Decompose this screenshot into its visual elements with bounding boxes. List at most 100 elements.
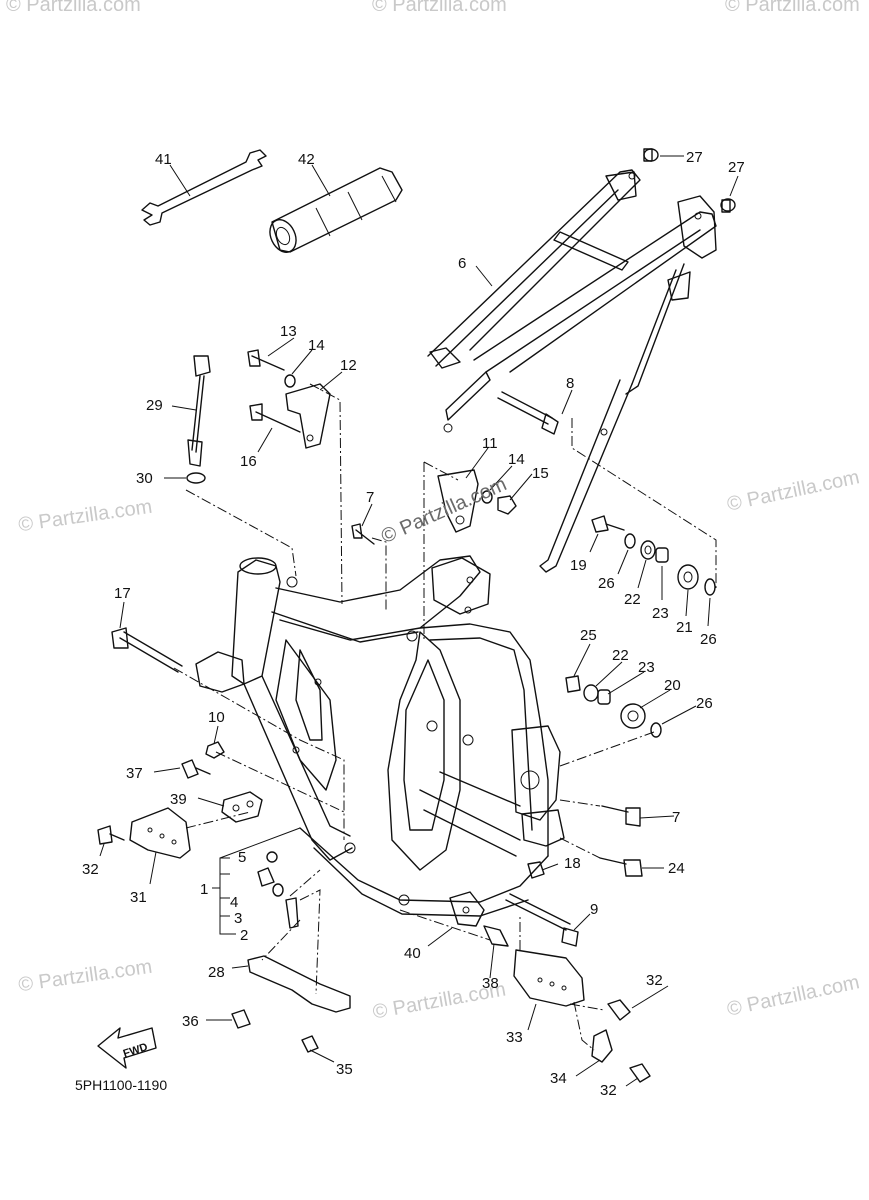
part-1-main-frame[interactable] [195, 555, 565, 917]
part-38-collar[interactable] [483, 925, 509, 947]
callout-40[interactable]: 40 [404, 945, 421, 962]
part-28-skid-plate[interactable] [247, 955, 351, 1013]
callout-27b[interactable]: 27 [728, 159, 745, 176]
callout-35[interactable]: 35 [336, 1061, 353, 1078]
callout-7a[interactable]: 7 [366, 489, 374, 506]
callout-23a[interactable]: 23 [652, 605, 669, 622]
part-11-bracket[interactable] [437, 469, 479, 533]
part-12-bracket[interactable] [285, 383, 331, 449]
callout-22b[interactable]: 22 [612, 647, 629, 664]
part-32-bolt-a[interactable] [97, 825, 125, 845]
callout-39[interactable]: 39 [170, 791, 187, 808]
callout-16[interactable]: 16 [240, 453, 257, 470]
callout-12[interactable]: 12 [340, 357, 357, 374]
callout-15[interactable]: 15 [532, 465, 549, 482]
part-22-collar-a[interactable] [640, 540, 656, 560]
part-39-bracket[interactable] [221, 791, 263, 823]
callout-20[interactable]: 20 [664, 677, 681, 694]
callout-32c[interactable]: 32 [600, 1082, 617, 1099]
callout-33[interactable]: 33 [506, 1029, 523, 1046]
part-42-plug-wrench[interactable] [265, 167, 403, 256]
callout-21[interactable]: 21 [676, 619, 693, 636]
part-14-washer-b[interactable] [481, 490, 493, 504]
part-15-nut[interactable] [497, 495, 517, 515]
callout-38[interactable]: 38 [482, 975, 499, 992]
callout-10[interactable]: 10 [208, 709, 225, 726]
part-9-bolt[interactable] [505, 893, 579, 947]
part-7-bolt-b[interactable] [601, 805, 641, 827]
callout-34[interactable]: 34 [550, 1070, 567, 1087]
part-23-collar-a[interactable] [655, 547, 669, 563]
part-7-bolt-a[interactable] [351, 523, 375, 545]
part-24-bolt[interactable] [599, 857, 643, 877]
part-14-washer-a[interactable] [284, 374, 296, 388]
part-20-bushing[interactable] [620, 703, 646, 729]
callout-26a[interactable]: 26 [598, 575, 615, 592]
part-3-washer[interactable] [272, 883, 284, 897]
part-13-bolt[interactable] [247, 349, 285, 371]
callout-6[interactable]: 6 [458, 255, 466, 272]
part-33-engine-guard[interactable] [513, 949, 585, 1007]
part-36-bolt[interactable] [231, 1009, 251, 1029]
part-4-bolt[interactable] [257, 867, 275, 887]
part-19-bolt[interactable] [591, 515, 625, 533]
callout-14a[interactable]: 14 [308, 337, 325, 354]
part-37-bolt[interactable] [181, 759, 211, 779]
callout-41[interactable]: 41 [155, 151, 172, 168]
part-17-bolt[interactable] [111, 627, 183, 673]
callout-4[interactable]: 4 [230, 894, 238, 911]
part-10-nut[interactable] [205, 741, 225, 759]
part-27-nut-a[interactable] [643, 148, 659, 162]
callout-11[interactable]: 11 [482, 435, 498, 452]
callout-26c[interactable]: 26 [696, 695, 713, 712]
callout-24[interactable]: 24 [668, 860, 685, 877]
callout-8[interactable]: 8 [566, 375, 574, 392]
callout-25[interactable]: 25 [580, 627, 597, 644]
part-25-nut[interactable] [565, 675, 581, 693]
callout-37[interactable]: 37 [126, 765, 143, 782]
callout-27a[interactable]: 27 [686, 149, 703, 166]
part-32-bolt-c[interactable] [629, 1063, 651, 1083]
part-35-bolt[interactable] [301, 1035, 319, 1053]
callout-2[interactable]: 2 [240, 927, 248, 944]
callout-17[interactable]: 17 [114, 585, 131, 602]
callout-31[interactable]: 31 [130, 889, 147, 906]
part-26-washer-c[interactable] [650, 722, 662, 738]
callout-3[interactable]: 3 [234, 910, 242, 927]
callout-1[interactable]: 1 [200, 881, 208, 898]
part-31-engine-guard[interactable] [129, 807, 191, 859]
callout-14b[interactable]: 14 [508, 451, 525, 468]
callout-23b[interactable]: 23 [638, 659, 655, 676]
part-29-dipstick[interactable] [187, 355, 211, 467]
callout-28[interactable]: 28 [208, 964, 225, 981]
callout-7b[interactable]: 7 [672, 809, 680, 826]
callout-32b[interactable]: 32 [646, 972, 663, 989]
callout-18[interactable]: 18 [564, 855, 581, 872]
callout-13[interactable]: 13 [280, 323, 297, 340]
part-32-bolt-b[interactable] [607, 999, 631, 1021]
callout-9[interactable]: 9 [590, 901, 598, 918]
callout-26b[interactable]: 26 [700, 631, 717, 648]
callout-32a[interactable]: 32 [82, 861, 99, 878]
callout-42[interactable]: 42 [298, 151, 315, 168]
callout-36[interactable]: 36 [182, 1013, 199, 1030]
callout-29[interactable]: 29 [146, 397, 163, 414]
callout-30[interactable]: 30 [136, 470, 153, 487]
part-6-rear-frame[interactable] [427, 169, 717, 573]
part-5-washer[interactable] [266, 851, 278, 863]
part-16-bolt[interactable] [249, 403, 301, 433]
part-41-wrench[interactable] [141, 149, 267, 226]
part-26-washer-a[interactable] [624, 533, 636, 549]
callout-5[interactable]: 5 [238, 849, 246, 866]
part-40-bracket[interactable] [449, 891, 485, 927]
part-22-collar-b[interactable] [583, 684, 599, 702]
part-26-washer-b[interactable] [704, 578, 716, 596]
callout-22a[interactable]: 22 [624, 591, 641, 608]
part-30-o-ring[interactable] [186, 472, 206, 484]
part-34-clip[interactable] [591, 1029, 613, 1063]
part-18-nut[interactable] [527, 861, 545, 879]
part-21-bushing[interactable] [677, 564, 699, 590]
part-8-bolt[interactable] [497, 391, 559, 435]
part-27-nut-b[interactable] [720, 198, 736, 213]
part-23-collar-b[interactable] [597, 689, 611, 705]
